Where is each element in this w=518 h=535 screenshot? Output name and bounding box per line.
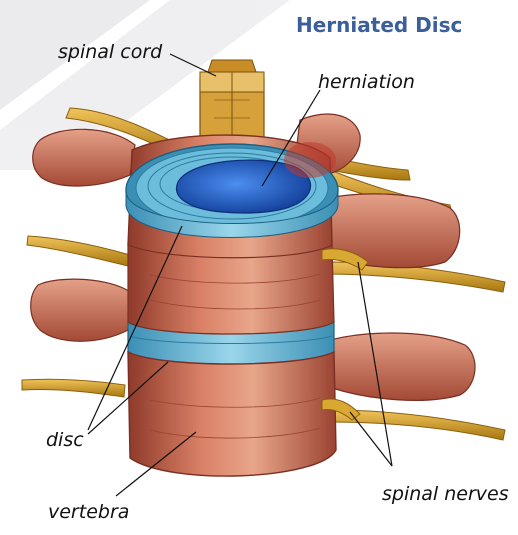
- label-herniation: herniation: [318, 71, 415, 93]
- process-lower-right: [330, 333, 475, 400]
- label-spinal-cord: spinal cord: [58, 41, 163, 63]
- label-vertebra: vertebra: [48, 501, 129, 523]
- label-disc: disc: [46, 429, 84, 451]
- process-mid-left: [31, 279, 130, 341]
- process-upper-left: [33, 129, 135, 186]
- diagram-title: Herniated Disc: [296, 13, 462, 37]
- vertebra-middle: [128, 245, 334, 334]
- label-spinal-nerves: spinal nerves: [382, 483, 509, 505]
- nerve-mid-left: [27, 236, 130, 266]
